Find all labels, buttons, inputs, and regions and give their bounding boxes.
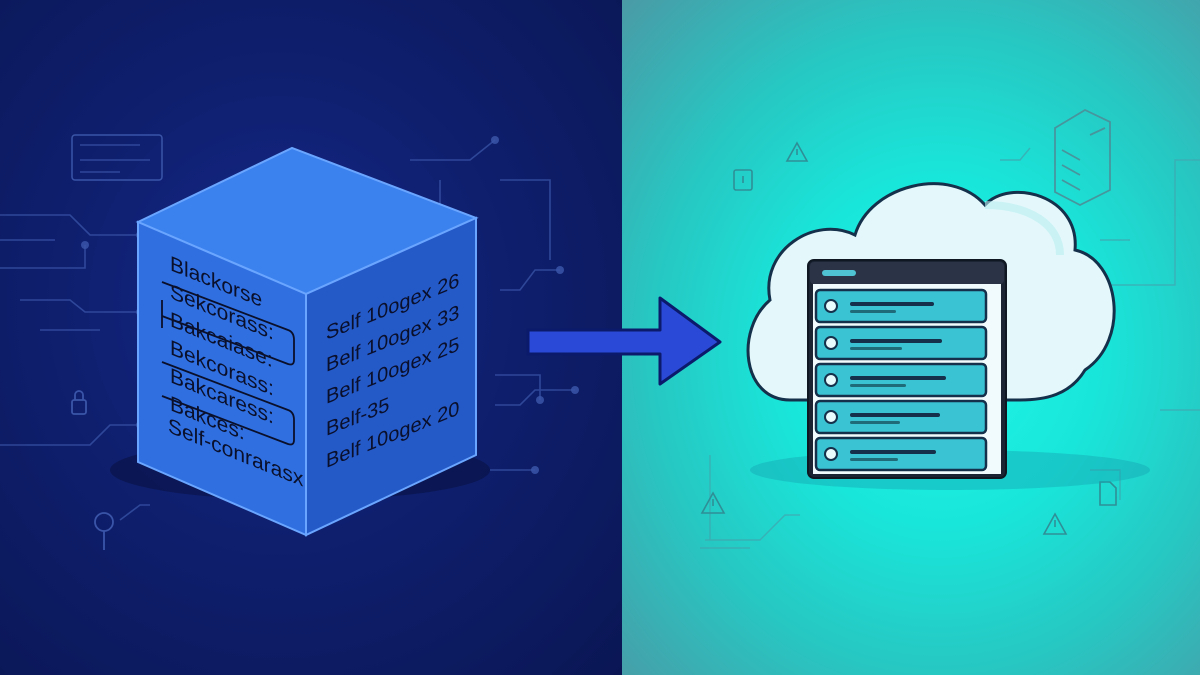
data-cube xyxy=(110,146,490,537)
document-icon xyxy=(1054,108,1111,207)
warning-icon xyxy=(785,141,809,162)
server-row xyxy=(814,399,988,435)
file-icon xyxy=(1099,481,1117,506)
warning-icon xyxy=(1042,512,1068,535)
key-icon xyxy=(94,512,114,550)
window-outline-icon xyxy=(71,134,163,181)
server-row xyxy=(814,362,988,398)
warning-icon xyxy=(700,491,726,514)
server-row xyxy=(814,288,988,324)
lock-icon xyxy=(71,390,87,415)
lock-icon xyxy=(733,169,753,191)
server-row xyxy=(814,325,988,361)
migration-arrow xyxy=(526,296,722,386)
server-row xyxy=(814,436,988,472)
circuit-lines-icon xyxy=(0,139,575,521)
